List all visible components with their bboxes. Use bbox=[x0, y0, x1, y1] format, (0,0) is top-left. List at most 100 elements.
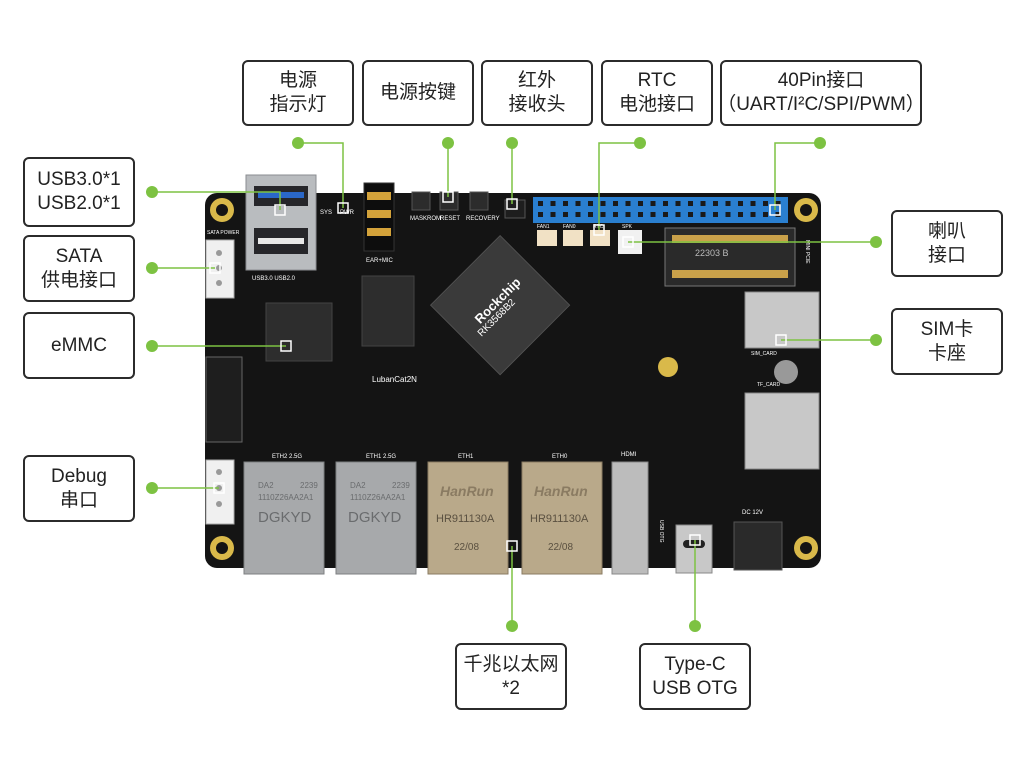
gpio-pin bbox=[738, 201, 743, 206]
gpio-pin bbox=[575, 201, 581, 206]
callout-ethernet-line1: 千兆以太网 bbox=[463, 653, 559, 675]
audio-jack bbox=[363, 182, 395, 252]
gpio-pin bbox=[750, 201, 756, 206]
rj45-right-model-2: HR911130A bbox=[530, 513, 589, 525]
silk-hdmi: HDMI bbox=[621, 452, 637, 458]
gpio-pin bbox=[613, 212, 618, 217]
callout-gpio40-line2: （UART/I²C/SPI/PWM） bbox=[717, 94, 925, 115]
rj45-right-model: HR911130A bbox=[436, 513, 495, 525]
callout-sata-line1: SATA bbox=[55, 245, 103, 267]
rj45-left-code: 1110Z26AA2A1 bbox=[258, 493, 314, 502]
leader-dots bbox=[146, 137, 882, 632]
callout-typec-line1: Type-C bbox=[664, 653, 726, 675]
gpio-pin bbox=[675, 201, 681, 206]
callout-rtc-line2: 电池接口 bbox=[618, 94, 695, 115]
callout-typec-line2: USB OTG bbox=[652, 677, 738, 699]
silk-eth-a: ETH1 bbox=[458, 454, 474, 460]
gpio-pin bbox=[725, 212, 731, 217]
rj45-left-code-2: 1110Z26AA2A1 bbox=[350, 493, 406, 502]
memory-chip bbox=[361, 275, 415, 347]
silk-sim: SIM_CARD bbox=[751, 351, 777, 357]
gpio-pin bbox=[625, 212, 631, 217]
gpio-pin bbox=[688, 201, 693, 206]
silk-usbotg: USB OTG bbox=[658, 520, 664, 543]
callout-gpio40: 40Pin接口 （UART/I²C/SPI/PWM） bbox=[717, 60, 925, 126]
gpio-pin bbox=[550, 212, 556, 217]
callout-ethernet-line2: *2 bbox=[502, 677, 520, 699]
silk-recovery: RECOVERY bbox=[466, 216, 500, 222]
silk-spk: SPK bbox=[622, 224, 633, 230]
callout-sata-line2: 供电接口 bbox=[40, 269, 117, 291]
callout-speaker-line2: 接口 bbox=[927, 244, 966, 266]
gpio-pin bbox=[563, 201, 568, 206]
callout-ir-line1: 红外 bbox=[517, 70, 556, 91]
silk-m2-code: 22303 B bbox=[695, 248, 729, 258]
silk-ear: EAR+MIC bbox=[366, 258, 394, 264]
callout-debug-line2: 串口 bbox=[59, 489, 98, 511]
callout-gpio40-line1: 40Pin接口 bbox=[777, 70, 865, 91]
rj45-left-suffix: DA2 bbox=[258, 481, 274, 490]
callout-usb-line1: USB3.0*1 bbox=[37, 169, 121, 190]
callout-power-key-line1: 电源按键 bbox=[379, 82, 456, 103]
gpio-pin bbox=[663, 201, 668, 206]
callout-usb: USB3.0*1 USB2.0*1 bbox=[23, 157, 135, 227]
rj45-right-brand: HanRun bbox=[440, 483, 494, 499]
rj45-left-brand: DGKYD bbox=[258, 509, 312, 526]
callout-power-led: 电源 指示灯 bbox=[242, 60, 354, 126]
rj45-right-date-2: 22/08 bbox=[548, 542, 573, 553]
gpio-pin bbox=[538, 201, 543, 206]
silk-maskrom: MASKROM bbox=[410, 216, 441, 222]
gpio-pin bbox=[675, 212, 681, 217]
rj45-ports bbox=[243, 461, 603, 575]
silk-fan0: FAN0 bbox=[563, 224, 576, 230]
callout-sata-power: SATA 供电接口 bbox=[23, 235, 135, 302]
typec-port bbox=[675, 524, 713, 574]
emmc-chip bbox=[265, 302, 333, 362]
gpio-header bbox=[533, 197, 788, 223]
callout-typec: Type-C USB OTG bbox=[639, 643, 751, 710]
gpio-pin bbox=[738, 212, 743, 217]
dc-jack bbox=[733, 521, 783, 571]
gpio-pin bbox=[713, 212, 718, 217]
silk-eth1: ETH1 2.5G bbox=[366, 454, 396, 460]
gpio-pin bbox=[563, 212, 568, 217]
gpio-pin bbox=[763, 212, 768, 217]
silk-fan1: FAN1 bbox=[537, 224, 550, 230]
gpio-pin bbox=[775, 201, 781, 206]
debug-connector bbox=[205, 459, 235, 525]
gpio-pin bbox=[688, 212, 693, 217]
silk-tf: TF_CARD bbox=[757, 382, 780, 388]
gpio-pin bbox=[700, 201, 706, 206]
rj45-left-brand-2: DGKYD bbox=[348, 509, 402, 526]
silk-reset: RESET bbox=[440, 216, 460, 222]
callout-usb-line2: USB2.0*1 bbox=[37, 193, 121, 214]
callout-debug-line1: Debug bbox=[51, 465, 107, 487]
gpio-pin bbox=[575, 212, 581, 217]
rj45-right-brand-2: HanRun bbox=[534, 483, 588, 499]
callout-ir-line2: 接收头 bbox=[508, 94, 566, 115]
gpio-pin bbox=[663, 212, 668, 217]
m2-slot bbox=[664, 227, 796, 287]
gpio-pin bbox=[650, 201, 656, 206]
callout-debug: Debug 串口 bbox=[23, 455, 135, 522]
target-markers bbox=[209, 191, 787, 552]
gpio-pin bbox=[588, 212, 593, 217]
gpio-pin bbox=[650, 212, 656, 217]
silk-minipcie: MINI PCIE bbox=[804, 240, 810, 264]
gpio-pin bbox=[700, 212, 706, 217]
callout-sim: SIM卡 卡座 bbox=[891, 308, 1003, 375]
gpio-pin bbox=[613, 201, 618, 206]
silk-eth-b: ETH0 bbox=[552, 454, 568, 460]
rj45-left-date-2: 2239 bbox=[392, 481, 410, 490]
leader-lines bbox=[152, 142, 876, 626]
capacitor bbox=[658, 357, 678, 377]
card-slots bbox=[744, 291, 820, 470]
gpio-pin bbox=[763, 201, 768, 206]
gpio-pin bbox=[625, 201, 631, 206]
silk-eth2: ETH2 2.5G bbox=[272, 454, 302, 460]
callout-speaker-line1: 喇叭 bbox=[927, 220, 966, 242]
standoff bbox=[774, 360, 798, 384]
silk-sata: SATA POWER bbox=[207, 230, 240, 236]
silk-sys: SYS bbox=[320, 210, 332, 216]
